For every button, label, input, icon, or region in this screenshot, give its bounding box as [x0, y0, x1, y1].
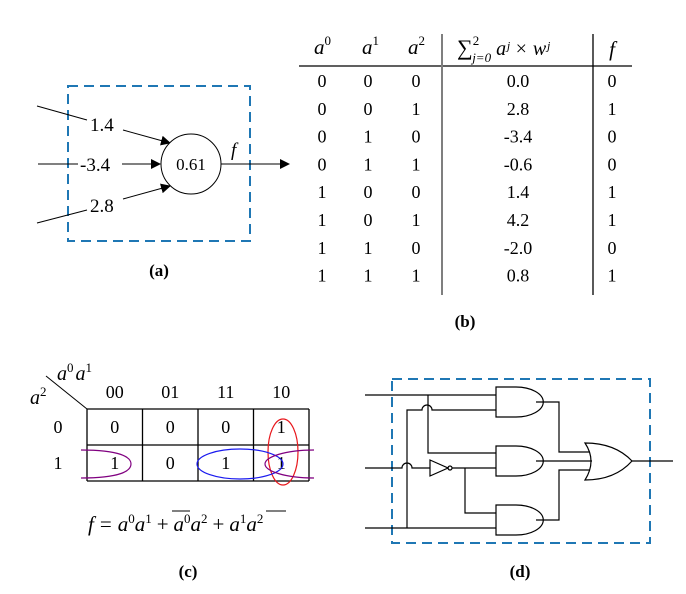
table-cell: 0	[608, 127, 617, 147]
boolean-equation: f=a0a1+a0a2+a1a2	[88, 510, 286, 536]
caption-a: (a)	[149, 261, 169, 280]
kmap-col-header: 01	[161, 382, 179, 402]
caption-c: (c)	[179, 562, 198, 581]
wire-not-a1-branch	[464, 468, 496, 514]
table-cell: 0	[364, 182, 373, 202]
table-cell: 1	[412, 99, 421, 119]
and-gate-1	[495, 386, 544, 418]
kmap-cell: 0	[166, 417, 175, 437]
input-line-1b	[122, 129, 171, 146]
table-cell: 0	[412, 127, 421, 147]
kmap-col-header: 10	[272, 382, 290, 402]
or-gate	[583, 442, 633, 481]
table-cell: 2.8	[507, 99, 530, 119]
table-cell: 1	[318, 238, 327, 258]
truth-table-body: 0 0 0 0.0 0 0 0 1 2.8 1 0 1 0 -3.4 0 0 1 1 -0.6 0 1 0 0 1.4 1 1 0 1…	[318, 71, 617, 286]
table-cell: 1	[318, 210, 327, 230]
kmap-col-header: 00	[106, 382, 124, 402]
header-f: f	[609, 37, 618, 61]
table-cell: 0	[412, 71, 421, 91]
table-cell: 1	[318, 182, 327, 202]
table-cell: 0	[608, 238, 617, 258]
table-cell: 0	[608, 154, 617, 174]
kmap-cell: 0	[166, 453, 175, 473]
table-cell: 1	[318, 266, 327, 286]
weight-label: 1.4	[90, 115, 114, 136]
kmap-cell: 0	[221, 417, 230, 437]
input-line-3b	[122, 183, 171, 200]
and-gate-2	[495, 445, 544, 477]
table-cell: 0.0	[507, 71, 530, 91]
header-a0: a0	[314, 33, 331, 59]
table-cell: 1	[608, 210, 617, 230]
table-cell: 0	[364, 99, 373, 119]
weight-label: -3.4	[80, 155, 111, 176]
kmap-cell: 0	[110, 417, 119, 437]
table-cell: 1	[608, 99, 617, 119]
table-cell: 0	[364, 71, 373, 91]
loop-purple-right	[264, 449, 315, 479]
and-gate-3	[495, 504, 544, 536]
wire-a0-branch	[427, 395, 496, 454]
table-cell: 0	[412, 238, 421, 258]
wire-a2-branch	[406, 404, 496, 528]
dashed-boundary	[391, 378, 651, 544]
kmap-cell: 1	[110, 453, 119, 473]
wire-a1	[365, 462, 430, 469]
table-cell: 0	[318, 71, 327, 91]
weight-label: 2.8	[90, 196, 114, 217]
table-cell: 0	[318, 99, 327, 119]
input-line-3	[36, 209, 88, 224]
table-cell: 1	[364, 154, 373, 174]
wire-and3-or	[536, 469, 590, 521]
table-cell: -3.4	[504, 127, 533, 147]
table-cell: 1	[364, 266, 373, 286]
table-cell: 0	[364, 210, 373, 230]
kmap-diagonal	[45, 375, 88, 410]
input-line-1	[36, 105, 88, 121]
svg-text:f=a0a1+a0a2+a1a2: f=a0a1+a0a2+a1a2	[88, 511, 263, 536]
kmap-row-header: 1	[54, 453, 63, 473]
table-cell: 1	[608, 266, 617, 286]
kmap-cell: 1	[221, 453, 230, 473]
kmap-cell: 1	[277, 453, 286, 473]
table-cell: 0.8	[507, 266, 530, 286]
header-a1: a1	[362, 33, 379, 59]
header-a2: a2	[408, 33, 425, 59]
table-cell: 0	[318, 154, 327, 174]
table-cell: 0	[412, 182, 421, 202]
table-cell: 0	[608, 71, 617, 91]
wire-and1-or	[536, 401, 590, 453]
table-cell: 1	[608, 182, 617, 202]
caption-b: (b)	[455, 312, 476, 331]
loop-blue	[196, 448, 284, 480]
table-cell: 1	[364, 238, 373, 258]
table-cell: 1	[364, 127, 373, 147]
loop-purple-left	[80, 449, 132, 479]
table-cell: -0.6	[504, 154, 533, 174]
caption-d: (d)	[510, 562, 531, 581]
table-cell: 1	[412, 154, 421, 174]
kmap-col-header: 11	[217, 382, 234, 402]
table-cell: 1	[412, 266, 421, 286]
kmap-cell: 1	[277, 417, 286, 437]
output-label: f	[231, 140, 239, 161]
neuron-threshold: 0.61	[176, 155, 206, 174]
table-cell: 1	[412, 210, 421, 230]
table-cell: 0	[318, 127, 327, 147]
table-cell: 4.2	[507, 210, 530, 230]
panel-a: 1.4 -3.4 2.8 0.61 f (a)	[36, 85, 290, 280]
panel-d	[365, 378, 673, 544]
not-gate	[429, 459, 450, 477]
table-cell: 1.4	[507, 182, 530, 202]
table-cell: -2.0	[504, 238, 533, 258]
kmap-row-var: a2	[30, 384, 47, 409]
kmap-row-header: 0	[54, 417, 63, 437]
